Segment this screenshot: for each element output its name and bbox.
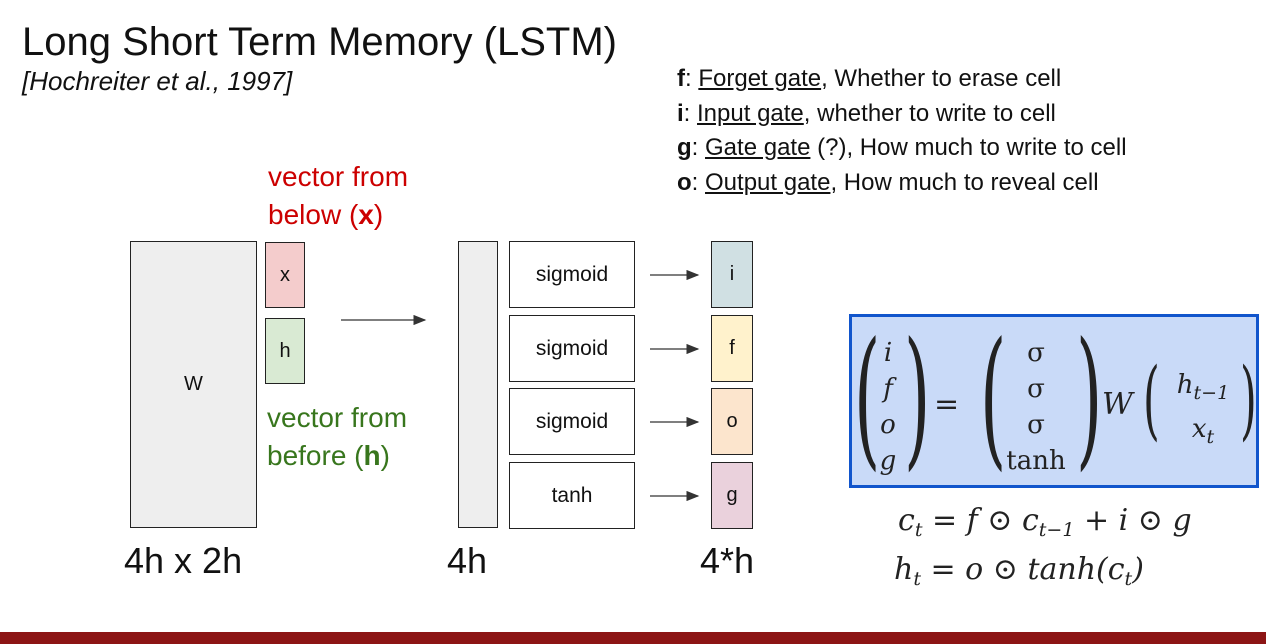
- gate-i-cell: i: [711, 241, 753, 308]
- activation-sigmoid-2: sigmoid: [509, 315, 635, 382]
- hidden-vector: [458, 241, 498, 528]
- acts-open-paren: (: [980, 311, 1007, 485]
- acts-close-paren: ): [1076, 311, 1103, 485]
- legend-row-gate: g: Gate gate (?), How much to write to c…: [677, 134, 1127, 161]
- activation-tanh: tanh: [509, 462, 635, 529]
- cell-update-equation: ct = f ⊙ ct−1 + i ⊙ g: [898, 503, 1192, 541]
- gate-legend: f: Forget gate, Whether to erase cell i:…: [677, 62, 1127, 200]
- lhs-vector: i f o g: [879, 338, 897, 476]
- activation-sigmoid-1: sigmoid: [509, 241, 635, 308]
- slide-title: Long Short Term Memory (LSTM): [22, 20, 617, 64]
- weight-matrix-label: W: [184, 373, 203, 395]
- input-close-paren: ): [1240, 350, 1257, 450]
- footer-bar: [0, 632, 1266, 644]
- legend-row-input: i: Input gate, whether to write to cell: [677, 99, 1056, 127]
- input-stack: ht−1 xt: [1176, 370, 1230, 448]
- vector-before-label: vector from before (h): [267, 402, 408, 471]
- gate-g-cell: g: [711, 462, 753, 529]
- input-h-cell: h: [265, 318, 305, 384]
- hidden-equation-text: ht = o ⊙ tanh(ct): [894, 552, 1144, 590]
- hidden-update-equation: ht = o ⊙ tanh(ct): [894, 552, 1144, 590]
- lhs-open-paren: (: [854, 311, 881, 485]
- citation: [Hochreiter et al., 1997]: [22, 66, 293, 96]
- weight-matrix-dim: 4h x 2h: [124, 540, 243, 581]
- gate-o-cell: o: [711, 388, 753, 455]
- hidden-vector-dim: 4h: [447, 540, 488, 581]
- equals-sign: =: [934, 387, 960, 422]
- activation-vector: σ σ σ tanh: [1006, 338, 1066, 476]
- cell-equation-text: ct = f ⊙ ct−1 + i ⊙ g: [898, 503, 1192, 541]
- legend-row-forget: f: Forget gate, Whether to erase cell: [677, 65, 1062, 92]
- gates-dim: 4*h: [700, 540, 755, 581]
- activation-sigmoid-3: sigmoid: [509, 388, 635, 455]
- lhs-close-paren: ): [904, 311, 931, 485]
- vector-below-label: vector from below (x): [268, 161, 409, 230]
- gate-equation-box: ( i f o g ) = ( σ σ σ tanh ) W ( ht−1 xt…: [849, 314, 1259, 488]
- gate-f-cell: f: [711, 315, 753, 382]
- legend-row-output: o: Output gate, How much to reveal cell: [677, 168, 1099, 196]
- input-x-cell: x: [265, 242, 305, 308]
- input-open-paren: (: [1143, 350, 1160, 450]
- weight-symbol: W: [1102, 387, 1133, 422]
- weight-matrix: W: [130, 241, 257, 528]
